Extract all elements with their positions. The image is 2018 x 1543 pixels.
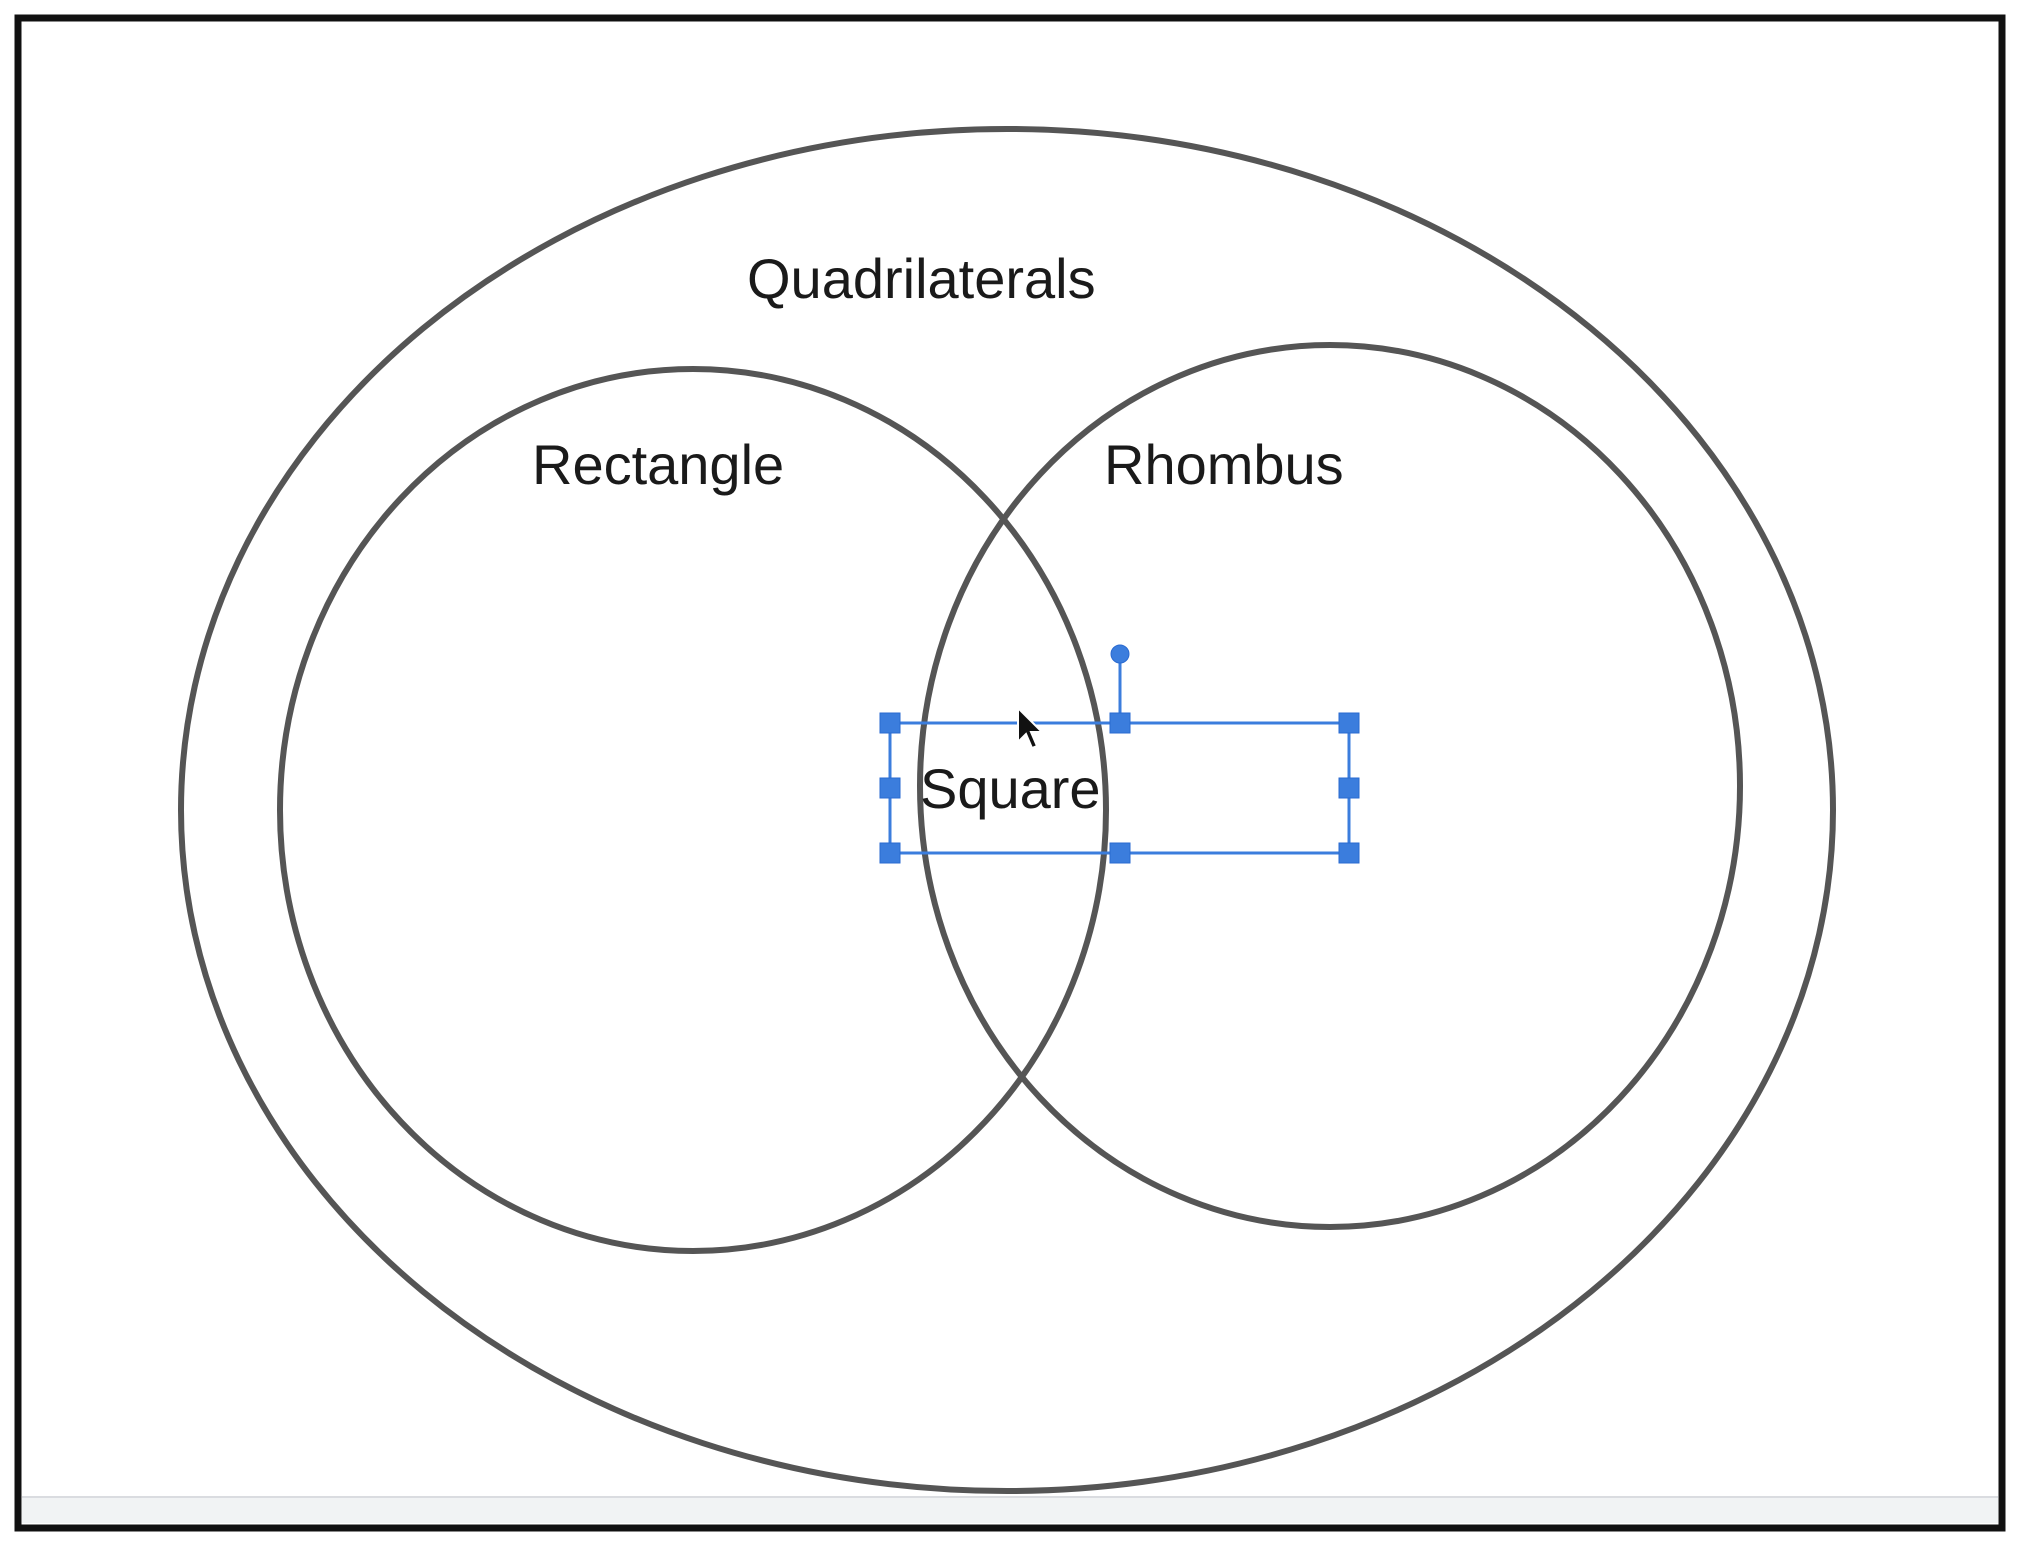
resize-handle-top-middle[interactable] [1109, 712, 1131, 734]
quadrilaterals-label: Quadrilaterals [747, 247, 1096, 310]
resize-handle-middle-left[interactable] [879, 777, 901, 799]
rectangle-circle[interactable] [277, 366, 1109, 1254]
resize-handle-bottom-left[interactable] [879, 842, 901, 864]
resize-handle-bottom-right[interactable] [1338, 842, 1360, 864]
quadrilaterals-ellipse[interactable] [178, 126, 1836, 1494]
rectangle-label: Rectangle [532, 433, 784, 496]
resize-handle-top-right[interactable] [1338, 712, 1360, 734]
rhombus-circle[interactable] [917, 342, 1743, 1230]
arrow-pointer-icon [1017, 705, 1045, 750]
resize-handle-bottom-middle[interactable] [1109, 842, 1131, 864]
square-text-box[interactable]: Square [879, 644, 1360, 864]
canvas-frame [14, 14, 2006, 1532]
rhombus-label: Rhombus [1104, 433, 1344, 496]
resize-handle-middle-right[interactable] [1338, 777, 1360, 799]
canvas-bottom-strip [22, 1497, 1998, 1523]
resize-handle-top-left[interactable] [879, 712, 901, 734]
square-label: Square [920, 757, 1101, 820]
rotation-handle[interactable] [1110, 644, 1130, 664]
